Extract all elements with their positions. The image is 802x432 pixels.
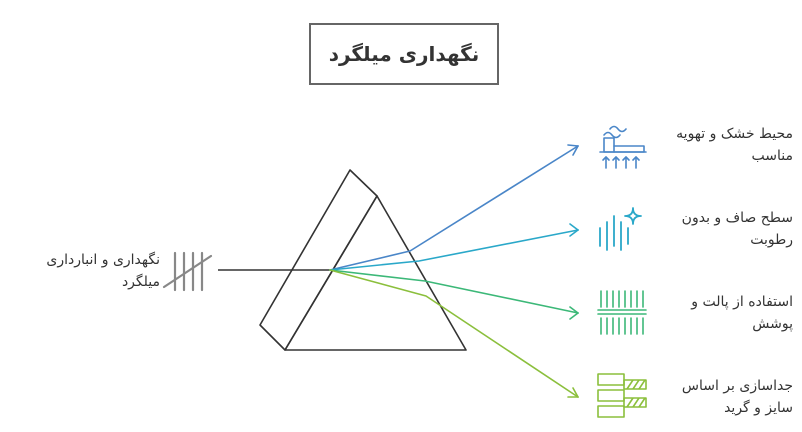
sorting-bars-icon: [597, 373, 647, 418]
pallet-icon: [597, 290, 647, 335]
diagram-title: نگهداری میلگرد: [309, 23, 499, 85]
beam-surface: [329, 229, 579, 271]
output-label-sorting: جداسازی بر اساس سایز و گرید: [681, 378, 793, 416]
beam-sorting: [329, 269, 579, 398]
output-label-ventilation: محیط خشک و تهویه مناسب: [676, 126, 793, 164]
tally-marks-icon: [162, 251, 213, 292]
sparkle-lines-icon: [599, 207, 642, 251]
prism-front-face: [259, 169, 378, 351]
input-label: نگهداری و انبارداری میلگرد: [46, 252, 160, 290]
output-label-surface: سطح صاف و بدون رطوبت: [681, 210, 793, 248]
beam-ventilation: [329, 145, 579, 271]
beam-pallet: [329, 269, 579, 314]
output-label-pallet: استفاده از پالت و پوشش: [691, 294, 793, 332]
warehouse-ventilation-icon: [599, 125, 647, 169]
prism-back-face: [284, 195, 467, 351]
output-beams: [329, 144, 579, 398]
prism: [259, 169, 467, 351]
